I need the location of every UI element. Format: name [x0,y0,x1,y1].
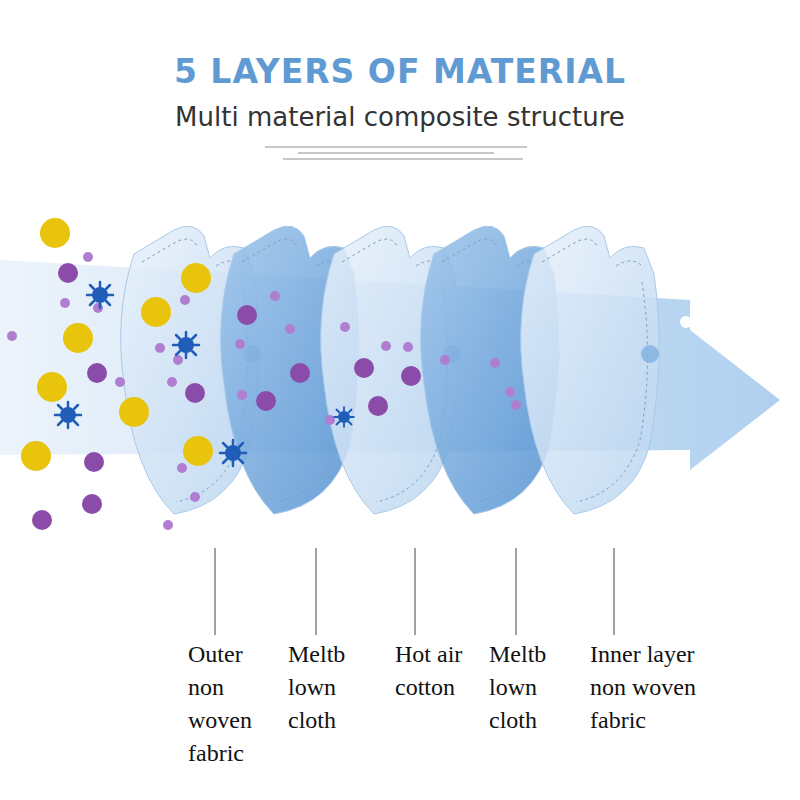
layer-label: Meltb lown cloth [288,638,372,737]
leader-lines [215,548,614,635]
layer-label: Inner layer non woven fabric [590,638,712,737]
fine-print [265,146,527,160]
subtitle: Multi material composite structure [0,100,800,134]
layer-label: Outer non woven fabric [188,638,272,770]
layer-label: Hot air cotton [395,638,479,704]
mask-layers [121,226,692,514]
particles [7,218,521,530]
title: 5 LAYERS OF MATERIAL [0,52,800,91]
layer-label: Meltb lown cloth [489,638,573,737]
mask-layer [521,226,659,514]
